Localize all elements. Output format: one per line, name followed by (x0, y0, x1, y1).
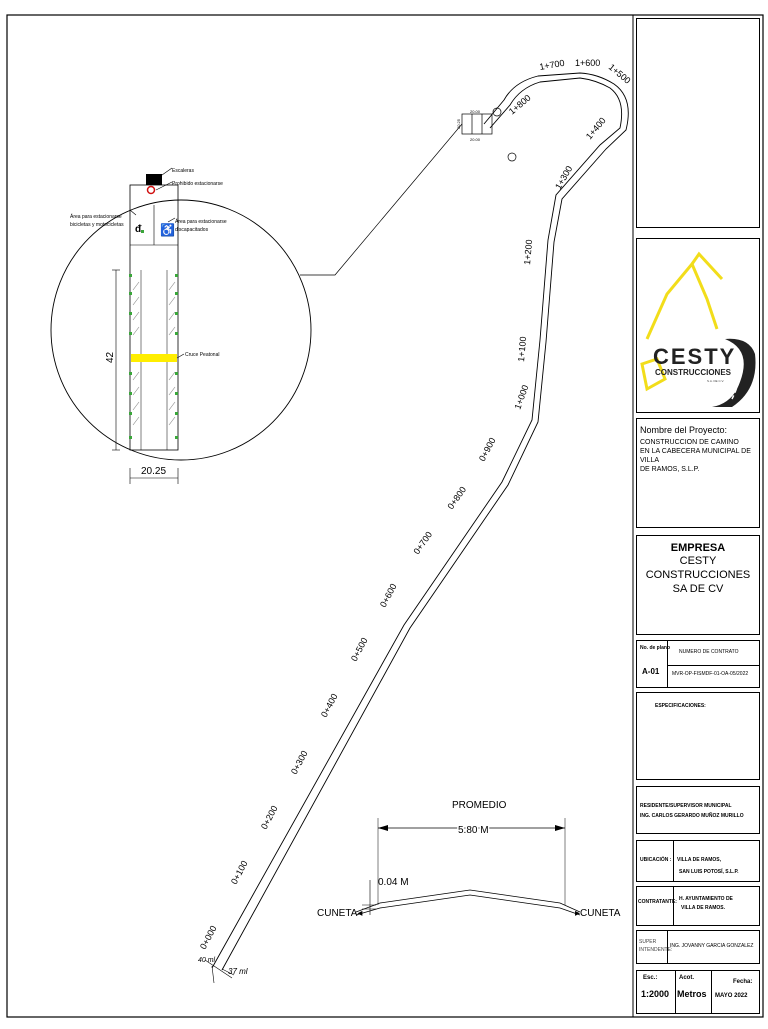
company-l2: CONSTRUCCIONES (645, 569, 751, 581)
scale-label: Esc.: (643, 975, 658, 981)
scale-value: 1:2000 (641, 989, 670, 999)
station-label: 0+200 (259, 804, 280, 831)
company-label: EMPRESA (670, 542, 726, 554)
detail-dimensions (112, 167, 185, 484)
resident-role: RESIDENTE/SUPERVISOR MUNICIPAL (640, 803, 732, 809)
location-l2: SAN LUIS POTOSÍ, S.L.P. (679, 869, 739, 875)
station-label: 1+600 (575, 58, 600, 68)
crosswalk-label: Cruce Peatonal (185, 352, 219, 358)
project-line2: EN LA CABECERA MUNICIPAL DE VILLA (640, 448, 751, 464)
crosswalk (131, 354, 177, 362)
section-left-ditch: CUNETA◂ (317, 908, 362, 919)
sheet-frame (6, 14, 764, 1018)
client-l2: VILLA DE RAMOS. (681, 905, 725, 911)
contract-value: MVR-OP-FISMDF-01-OA-05/2022 (672, 671, 749, 677)
typical-section: PROMEDIO 5.80 M 0.04 M CUNETA◂ ▸CUNETA (317, 800, 621, 919)
footer-box: Esc.: 1:2000 Acot. Metros Fecha: MAYO 20… (636, 970, 760, 1014)
superintendent-label2: INTENDENTE: (639, 947, 673, 953)
cesty-logo: CESTY CONSTRUCCIONES S.A. DE C.V. (640, 251, 756, 407)
parking-lot (461, 107, 517, 162)
station-labels: 0+000 0+100 0+200 0+300 0+400 0+500 0+600 0+700… (198, 58, 633, 951)
station-label: 1+800 (507, 93, 533, 117)
client-label: CONTRATANTE: (638, 899, 677, 905)
superintendent-name: ING. JOVANNY GARCIA GONZALEZ (670, 943, 754, 949)
logo-tiny: S.A. DE C.V. (707, 379, 724, 383)
logo-name: CESTY (653, 344, 736, 369)
station-label: 0+700 (411, 530, 434, 556)
north-arrow-box (636, 18, 760, 228)
company-box: EMPRESA CESTY CONSTRUCCIONES SA DE CV (636, 535, 760, 635)
section-width: 5.80 M (458, 825, 489, 836)
station-label: 0+100 (229, 859, 250, 886)
specs-label: ESPECIFICACIONES: (655, 703, 706, 709)
bicycle-icon: ᵭ (135, 224, 142, 235)
resident-name: ING. CARLOS GERARDO MUÑOZ MURILLO (640, 813, 744, 819)
client-l1: H. AYUNTAMIENTO DE (679, 896, 733, 902)
detail-height-dim: 42 (105, 351, 116, 363)
date-label: Fecha: (733, 979, 753, 985)
plan-number-value: A-01 (642, 667, 660, 676)
excavator-icon (640, 251, 724, 392)
contract-label: NUMERO DE CONTRATO (679, 649, 739, 655)
station-label: 1+100 (516, 336, 528, 362)
parking-dim-side: 20.25 (456, 118, 461, 129)
station-label: 1+000 (512, 384, 530, 411)
station-label: 0+600 (378, 582, 399, 609)
section-right-ditch: ▸CUNETA (575, 908, 621, 919)
plan-number-box: No. de plano A-01 NUMERO DE CONTRATO MVR… (636, 640, 760, 688)
road-end-right: 37 ml (228, 967, 248, 976)
stairs-label: Escaleras (172, 168, 194, 174)
parking-detail: ᵭ ♿ Escaleras Prohibido estacionarse Áre… (50, 167, 312, 484)
station-label: 1+400 (584, 115, 608, 141)
location-l1: VILLA DE RAMOS, (677, 857, 721, 863)
wheelchair-icon: ♿ (160, 223, 175, 237)
company-l3: SA DE CV (672, 583, 724, 595)
location-box: UBICACIÓN : VILLA DE RAMOS, SAN LUIS POT… (636, 840, 760, 882)
superintendent-label1: SUPER (639, 939, 657, 945)
stairs-block (146, 174, 162, 185)
section-thickness: 0.04 M (378, 877, 409, 888)
station-label: 0+000 (198, 924, 219, 951)
station-label: 0+500 (349, 636, 370, 663)
logo-sub: CONSTRUCCIONES (655, 368, 732, 377)
location-label: UBICACIÓN : (640, 857, 672, 863)
resident-box: RESIDENTE/SUPERVISOR MUNICIPAL ING. CARL… (636, 786, 760, 834)
detail-width-dim: 20.25 (141, 466, 166, 477)
detail-leader (300, 123, 463, 276)
road-end-left: 40 ml (198, 957, 216, 964)
parking-hatch (132, 281, 176, 426)
company-l1: CESTY (679, 555, 717, 567)
road-alignment (211, 72, 629, 971)
parking-markers (129, 230, 178, 439)
station-label: 0+400 (319, 692, 340, 719)
no-parking-label: Prohibido estacionarse (172, 181, 223, 187)
disabled-area-label: Área para estacionarse discapacitados (175, 218, 228, 233)
parking-dim-bottom: 20.00 (470, 137, 481, 142)
no-parking-icon (146, 185, 156, 195)
section-title: PROMEDIO (452, 800, 507, 811)
road-end-markers (204, 959, 235, 984)
station-label: 1+200 (522, 239, 534, 265)
project-label: Nombre del Proyecto: (640, 425, 728, 435)
project-line1: CONSTRUCCION DE CAMINO (640, 439, 739, 446)
road-swoosh-icon (712, 338, 756, 407)
project-box: Nombre del Proyecto: CONSTRUCCION DE CAM… (636, 418, 760, 528)
project-line3: DE RAMOS, S.L.P. (640, 466, 700, 473)
specs-box: ESPECIFICACIONES: (636, 692, 760, 780)
bike-area-label: Área para estacionarse bicicletas y moto… (70, 213, 124, 228)
date-value: MAYO 2022 (715, 993, 748, 999)
units-value: Metros (677, 989, 707, 999)
station-label: 0+300 (289, 749, 310, 776)
logo-box: CESTY CONSTRUCCIONES S.A. DE C.V. (636, 238, 760, 413)
detail-circle (50, 199, 312, 461)
project-name: CONSTRUCCION DE CAMINO EN LA CABECERA MU… (640, 438, 756, 474)
station-label: 0+900 (477, 436, 498, 463)
parking-dim-top: 20.00 (470, 109, 481, 114)
units-label: Acot. (679, 975, 694, 981)
station-label: 0+800 (445, 485, 468, 511)
station-label: 1+700 (539, 58, 566, 72)
client-box: CONTRATANTE: H. AYUNTAMIENTO DE VILLA DE… (636, 886, 760, 926)
plan-number-label: No. de plano (640, 645, 670, 651)
superintendent-box: SUPER INTENDENTE: ING. JOVANNY GARCIA GO… (636, 930, 760, 964)
